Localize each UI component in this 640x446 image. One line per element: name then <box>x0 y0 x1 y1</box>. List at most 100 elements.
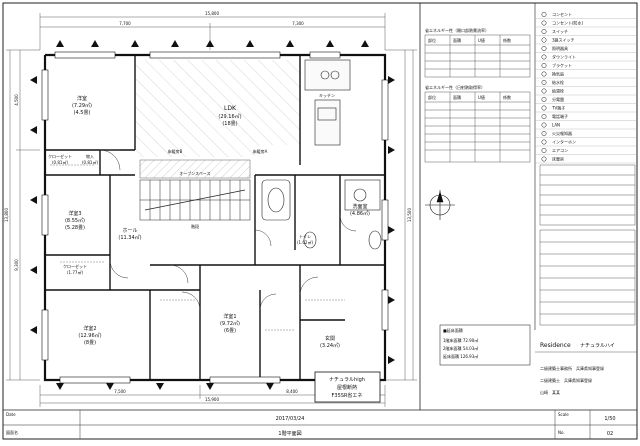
date-value: 2017/03/24 <box>276 416 305 422</box>
table2-header-3: U値 <box>478 94 485 100</box>
room-western1-tatami: (4.5畳) <box>74 110 91 116</box>
room-western1-area: (7.29㎡) <box>72 102 92 109</box>
closet-shelves <box>50 164 345 331</box>
room-bath-area: (4.86㎡) <box>350 210 370 217</box>
table1-header-2: 面積 <box>453 37 461 43</box>
company-line-2: 二級建築士 兵庫県知事登録 <box>540 377 592 383</box>
sheet-no-value: 02 <box>607 431 613 437</box>
residence-name: ナチュラルハイ <box>580 343 615 349</box>
stamp-line2: 屋根断熱 <box>337 384 357 391</box>
right-dimensions <box>385 49 417 381</box>
dim-bottom-right: 8,400 <box>286 389 298 394</box>
dim-top-total: 15,800 <box>205 11 219 16</box>
scale-value: 1/50 <box>604 416 615 422</box>
top-dimensions <box>39 13 386 50</box>
legend-item-label: 換気扇 <box>552 71 564 77</box>
company-line-3: 山崎 某某 <box>540 389 560 395</box>
dim-left-upper: 4,500 <box>14 94 19 106</box>
dim-bottom-left: 7,500 <box>114 389 126 394</box>
legend-symbol-icon <box>541 20 547 26</box>
legend-symbol-icon <box>541 80 547 85</box>
north-arrow-icon <box>425 190 455 220</box>
legend-item-label: TV端子 <box>551 105 565 111</box>
legend-item-label: 火災報知器 <box>552 130 572 136</box>
energy-table-2 <box>424 91 531 163</box>
room-ldk-area: (29.16㎡) <box>218 113 241 120</box>
table2-header-1: 部位 <box>428 94 436 100</box>
bath-fixtures <box>261 179 382 250</box>
stairs-label: 階段 <box>191 223 199 229</box>
scale-label: Scale <box>558 412 569 417</box>
kitchen-counter <box>304 59 351 146</box>
room-wc-name: トイレ <box>299 234 311 239</box>
room-closet2-name: クローゼット <box>63 263 87 269</box>
legend-symbol-icon <box>541 37 547 43</box>
legend-symbol-icon <box>541 63 547 68</box>
notes-block <box>539 164 636 326</box>
legend-symbol-icon <box>541 71 547 77</box>
sheet-no-label: No. <box>558 430 565 435</box>
room-western2-area: (12.96㎡) <box>78 332 101 339</box>
dim-top-right: 7,300 <box>292 21 304 26</box>
table1-header-4: 係数 <box>503 37 511 43</box>
legend-symbol-icon <box>541 29 547 34</box>
table2-title: 省エネルギー性（日射熱取得率） <box>425 84 485 90</box>
legend-symbol-icon <box>541 122 547 128</box>
residence-label: Residence <box>540 342 571 349</box>
stamp-line1: ナチュラルhigh <box>329 377 365 383</box>
room-hall-name: ホール <box>122 228 137 234</box>
room-western2-tatami: (8畳) <box>84 340 96 346</box>
legend-item-label: 給湯栓 <box>552 88 564 94</box>
room-hall-area: (11.34㎡) <box>118 234 141 241</box>
doors <box>99 149 357 311</box>
floor-heat-label: 床暖房B <box>168 148 183 154</box>
staircase <box>139 179 251 221</box>
dim-bottom-total: 15,900 <box>205 397 219 402</box>
floor-area-box: ■延床面積 1階床面積 72.90㎡ 2階床面積 54.03㎡ 延床面積 126… <box>439 324 531 366</box>
legend-symbol-icon <box>541 46 547 51</box>
table1-header-3: U値 <box>478 37 485 43</box>
legend-item-label: コンセント <box>552 12 572 17</box>
company-line-1: 二級建築士事務所 兵庫県知事登録 <box>540 365 604 371</box>
energy-table-1 <box>424 34 531 78</box>
info-box-row-2: 2階床面積 54.03㎡ <box>443 345 478 351</box>
room-western2-name: 洋室2 <box>83 325 96 332</box>
room-bath-name: 洗面室 <box>352 203 367 210</box>
room-western3-tatami: (5.28畳) <box>65 225 85 231</box>
left-dimensions <box>6 49 40 381</box>
table2-header-4: 係数 <box>503 94 511 100</box>
table1-header-1: 部位 <box>428 37 436 43</box>
legend-item-label: 電話端子 <box>552 113 568 119</box>
date-label: Date <box>6 412 16 417</box>
legend-symbol-icon <box>541 97 547 102</box>
table2-header-2: 面積 <box>453 94 461 100</box>
table1-title: 省エネルギー性（開口部熱貫流率） <box>425 27 489 33</box>
legend-item-label: 3路スイッチ <box>552 37 575 43</box>
floor-heating-area <box>135 60 300 145</box>
legend-symbol-icon <box>541 139 547 145</box>
legend-item-label: LAN <box>552 123 560 128</box>
dim-left-lower: 9,300 <box>14 259 19 271</box>
info-box-title: ■延床面積 <box>443 327 463 333</box>
room-storage-name: 物入 <box>86 153 94 159</box>
legend-symbol-icon <box>541 54 547 60</box>
room-ldk-tatami: (18畳) <box>222 121 237 127</box>
symbol-legend: コンセントコンセント(防水)スイッチ3路スイッチ照明器具ダウンライトブラケット換… <box>535 12 637 164</box>
room-wc-area: (1.62㎡) <box>297 239 313 245</box>
room-closet1-area: (0.81㎡) <box>52 159 68 165</box>
room-western4-name: 洋室1 <box>223 313 236 320</box>
legend-item-label: ダウンライト <box>552 54 576 60</box>
room-closet1-name: クローゼット <box>48 153 72 159</box>
legend-item-label: エアコン <box>552 148 568 153</box>
legend-item-label: 床暖房 <box>552 156 564 162</box>
room-labels: 洋室 (7.29㎡) (4.5畳) LDK (29.16㎡) (18畳) 洋室3… <box>48 93 370 349</box>
legend-item-label: スイッチ <box>552 29 568 34</box>
room-western3-area: (8.55㎡) <box>65 217 85 224</box>
room-western1-name: 洋室 <box>77 95 87 102</box>
room-western4-tatami: (6畳) <box>224 328 236 334</box>
room-entrance-area: (3.24㎡) <box>320 342 340 349</box>
room-closet2-area: (1.77㎡) <box>67 269 83 275</box>
room-western3-name: 洋室3 <box>68 210 81 217</box>
legend-item-label: ブラケット <box>552 62 572 68</box>
